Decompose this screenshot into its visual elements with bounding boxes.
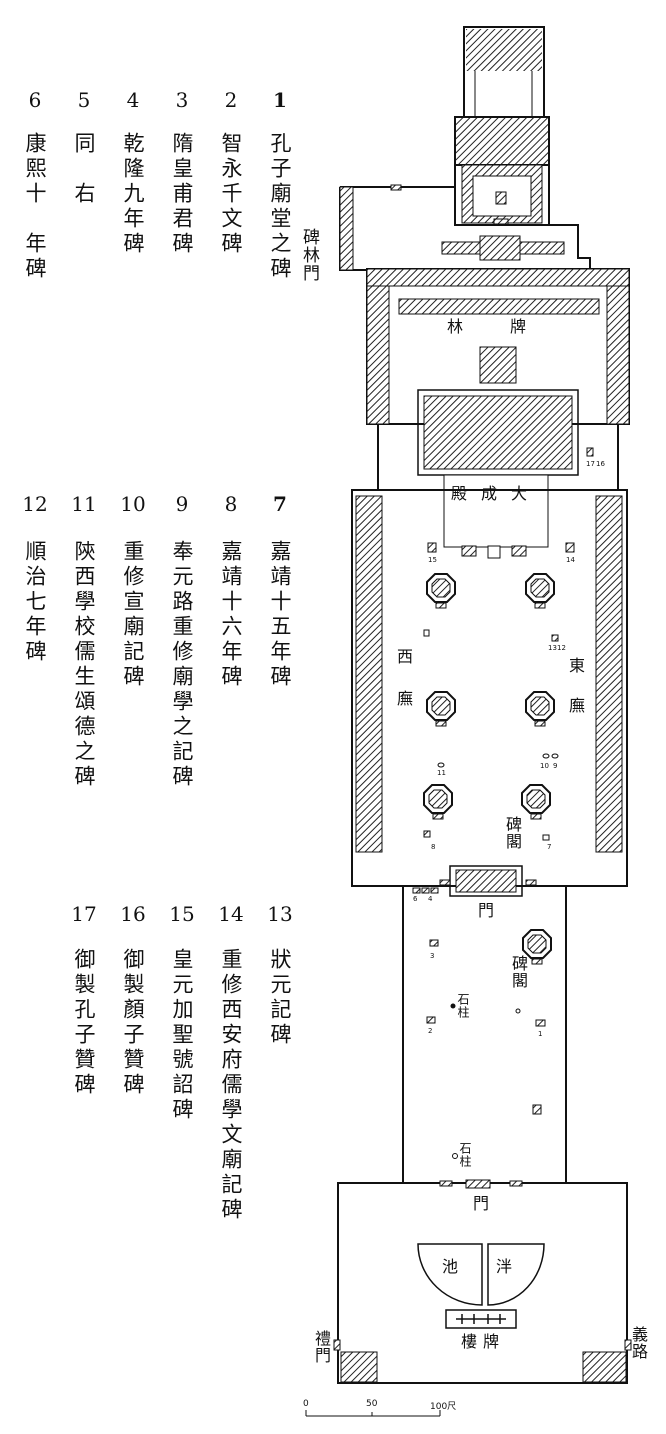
legend-number-2: 2: [224, 88, 238, 112]
marker-7: 7: [547, 843, 552, 851]
legend-number-16: 16: [120, 902, 146, 926]
label-lin: 林: [447, 317, 464, 336]
legend-number-8: 8: [224, 492, 238, 516]
scale-label-100: 100尺: [430, 1402, 457, 1412]
legend-name-16: 御製顏子贊碑: [121, 948, 145, 1098]
label-dian: 殿: [451, 484, 468, 503]
legend-name-17: 御製孔子贊碑: [72, 948, 96, 1098]
legend-name-2: 智永千文碑: [219, 132, 243, 257]
marker-15: 15: [428, 556, 437, 564]
legend-number-14: 14: [218, 902, 244, 926]
yi-road-block: [582, 1351, 627, 1383]
stele-pavilion-lower: [522, 929, 552, 965]
scale-label-0: 0: [303, 1399, 309, 1409]
rear-pavilion-roof: [466, 29, 542, 71]
legend-name-12: 順治七年碑: [23, 540, 47, 665]
label-front-gate: 門: [473, 1194, 490, 1213]
stele-forest-long-row: [398, 298, 600, 315]
legend-name-3: 隋皇甫君碑: [170, 132, 194, 257]
beilin-gate-label: 碑林門: [299, 228, 319, 282]
label-cheng: 成: [481, 484, 498, 503]
legend-name-8: 嘉靖十六年碑: [219, 540, 243, 690]
legend-name-13: 狀元記碑: [268, 948, 292, 1048]
legend-number-6: 6: [28, 88, 42, 112]
legend-number-13: 13: [267, 902, 293, 926]
stele-forest-block: [479, 346, 517, 384]
legend-number-9: 9: [175, 492, 189, 516]
label-west: 西: [397, 647, 414, 666]
marker-16: 16: [596, 460, 605, 468]
scale-label-50: 50: [366, 1399, 378, 1409]
marker-2: 2: [428, 1027, 433, 1035]
legend-name-14: 重修西安府儒學文廟記碑: [219, 948, 243, 1223]
legend-name-9: 奉元路重修廟學之記碑: [170, 540, 194, 790]
marker-8: 8: [431, 843, 436, 851]
li-gate-block: [340, 1351, 378, 1383]
dacheng-hall-roof: [423, 395, 573, 470]
stele-pavilion-west-3: [423, 784, 453, 820]
label-wu-west: 廡: [397, 689, 414, 708]
label-yi-road: 義路: [629, 1326, 648, 1360]
label-middle-gate: 門: [478, 901, 495, 920]
marker-3: 3: [430, 952, 435, 960]
legend-name-5: 同 右: [72, 132, 96, 207]
marker-4: 4: [428, 895, 433, 903]
marker-6: 6: [413, 895, 418, 903]
legend-number-15: 15: [169, 902, 195, 926]
stele-pavilion-west-2: [426, 691, 456, 727]
stele-pavilion-west-1: [426, 573, 456, 609]
west-corridor: [355, 495, 383, 853]
label-beige-upper: 碑閣: [503, 816, 522, 850]
label-pillar-upper: 石柱: [456, 993, 470, 1019]
label-da: 大: [511, 484, 528, 503]
marker-10: 10: [540, 762, 549, 770]
label-pillar-lower: 石柱: [458, 1142, 472, 1168]
pan-pond-east: [487, 1243, 545, 1306]
legend-number-10: 10: [120, 492, 146, 516]
legend-number-11: 11: [71, 492, 97, 516]
legend-name-11: 陝西學校儒生頌德之碑: [72, 540, 96, 790]
marker-9: 9: [553, 762, 558, 770]
label-east: 東: [569, 656, 586, 675]
marker-11: 11: [437, 769, 446, 777]
marker-13: 13: [548, 644, 557, 652]
east-corridor: [595, 495, 623, 853]
marker-14: 14: [566, 556, 575, 564]
label-pai-lou-1: 牌: [483, 1332, 500, 1351]
pailou: [445, 1309, 517, 1329]
legend-number-5: 5: [77, 88, 91, 112]
label-wu-east: 廡: [569, 696, 586, 715]
marker-1: 1: [538, 1030, 543, 1038]
label-pan: 泮: [496, 1257, 513, 1276]
label-chi: 池: [442, 1257, 459, 1276]
label-pai: 牌: [510, 317, 527, 336]
stele-pavilion-east-2: [525, 691, 555, 727]
legend-name-10: 重修宣廟記碑: [121, 540, 145, 690]
label-pai-lou-2: 樓: [461, 1332, 478, 1351]
beilin-gate-wall: [339, 186, 354, 271]
legend-number-7: 7: [273, 492, 287, 516]
pan-pond-west: [417, 1243, 483, 1306]
legend-number-12: 12: [22, 492, 48, 516]
legend-name-7: 嘉靖十五年碑: [268, 540, 292, 690]
legend-number-1: 1: [273, 88, 287, 112]
legend-number-17: 17: [71, 902, 97, 926]
legend-name-4: 乾隆九年碑: [121, 132, 145, 257]
stele-pavilion-east-1: [525, 573, 555, 609]
label-li-gate: 禮門: [312, 1330, 331, 1364]
legend-name-15: 皇元加聖號詔碑: [170, 948, 194, 1123]
marker-17: 17: [586, 460, 595, 468]
dacheng-hall-platform: [443, 474, 549, 548]
label-beige-lower: 碑閣: [509, 955, 528, 989]
legend-number-4: 4: [126, 88, 140, 112]
legend-name-6: 康熙十 年碑: [23, 132, 47, 282]
rear-hall-roof: [454, 116, 550, 166]
marker-12: 12: [557, 644, 566, 652]
legend-name-1: 孔子廟堂之碑: [268, 132, 292, 282]
legend-number-3: 3: [175, 88, 189, 112]
stele-pavilion-east-3: [521, 784, 551, 820]
